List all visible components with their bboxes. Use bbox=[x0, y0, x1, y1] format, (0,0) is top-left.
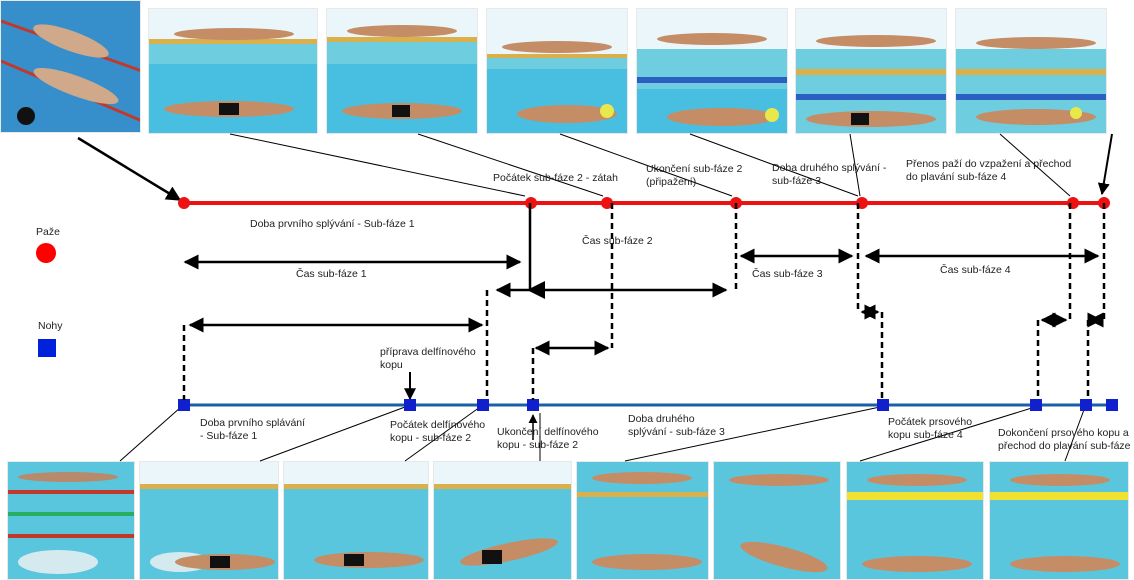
legs-label-breaststroke-start: Počátek prsového kopu sub-fáze 4 bbox=[888, 416, 973, 441]
time-label-subphase3: Čas sub-fáze 3 bbox=[752, 268, 823, 280]
legs-marker bbox=[1080, 399, 1092, 411]
photo-top-second-glide bbox=[795, 8, 947, 134]
legend-arms-marker bbox=[36, 243, 56, 263]
photo-bottom-dolphin-prep bbox=[283, 461, 429, 580]
photo-bottom-dolphin-kick bbox=[433, 461, 572, 580]
legs-label-dolphin-start: Počátek delfínového kopu - sub-fáze 2 bbox=[390, 419, 486, 444]
time-label-subphase4: Čas sub-fáze 4 bbox=[940, 264, 1011, 276]
time-label-subphase2: Čas sub-fáze 2 bbox=[582, 235, 653, 247]
legs-marker bbox=[527, 399, 539, 411]
photo-bottom-kick-end bbox=[576, 461, 709, 580]
photo-top-arm-recovery bbox=[955, 8, 1107, 134]
photo-bottom-transition-swim bbox=[989, 461, 1129, 580]
legs-label-dolphin-prep: příprava delfínového kopu bbox=[380, 346, 476, 371]
photo-top-entry bbox=[0, 0, 141, 133]
photo-top-glide-2 bbox=[326, 8, 478, 134]
legs-markers bbox=[178, 399, 1118, 411]
legs-marker bbox=[178, 399, 190, 411]
time-label-subphase1: Čas sub-fáze 1 bbox=[296, 268, 367, 280]
arms-label-subphase2-start: Počátek sub-fáze 2 - zátah bbox=[493, 172, 618, 184]
photo-bottom-kick-finish bbox=[846, 461, 984, 580]
legs-marker bbox=[877, 399, 889, 411]
arms-marker bbox=[601, 197, 613, 209]
photo-top-pull-start bbox=[486, 8, 628, 134]
arms-label-first-glide: Doba prvního splývání - Sub-fáze 1 bbox=[250, 218, 415, 230]
legs-marker bbox=[1030, 399, 1042, 411]
photo-bottom-glide-legs bbox=[139, 461, 279, 580]
photo-bottom-dive-entry bbox=[7, 461, 135, 580]
legs-marker bbox=[404, 399, 416, 411]
legs-label-second-glide: Doba druhého splývání - sub-fáze 3 bbox=[628, 413, 725, 438]
photo-connectors bbox=[119, 133, 1086, 462]
legs-label-dolphin-end: Ukončení delfínového kopu - sub-fáze 2 bbox=[497, 426, 599, 451]
photo-top-pull-end bbox=[636, 8, 788, 134]
recovery-arrow bbox=[1097, 133, 1113, 196]
arms-marker bbox=[178, 197, 190, 209]
arms-label-subphase2-end: Ukončení sub-fáze 2 (připažení) bbox=[646, 163, 743, 188]
arms-label-arm-recovery: Přenos paží do vzpažení a přechod do pla… bbox=[906, 158, 1072, 183]
legs-label-first-glide: Doba prvního splávání - Sub-fáze 1 bbox=[200, 417, 306, 442]
legs-marker bbox=[1106, 399, 1118, 411]
photo-top-glide-1 bbox=[148, 8, 318, 134]
legend-legs-marker bbox=[38, 339, 56, 357]
dashed-connectors bbox=[182, 203, 1106, 400]
legs-marker bbox=[477, 399, 489, 411]
legs-label-breaststroke-end: Dokončení prsového kopu a přechod do pla… bbox=[998, 427, 1131, 452]
legend-arms-label: Paže bbox=[36, 226, 60, 238]
photo-bottom-breaststroke-kick bbox=[713, 461, 841, 580]
arms-label-second-glide: Doba druhého splývání - sub-fáze 3 bbox=[772, 162, 887, 187]
legend-legs-label: Nohy bbox=[38, 320, 63, 332]
entry-arrow bbox=[77, 136, 182, 202]
arrowhead-large-left bbox=[527, 281, 545, 299]
